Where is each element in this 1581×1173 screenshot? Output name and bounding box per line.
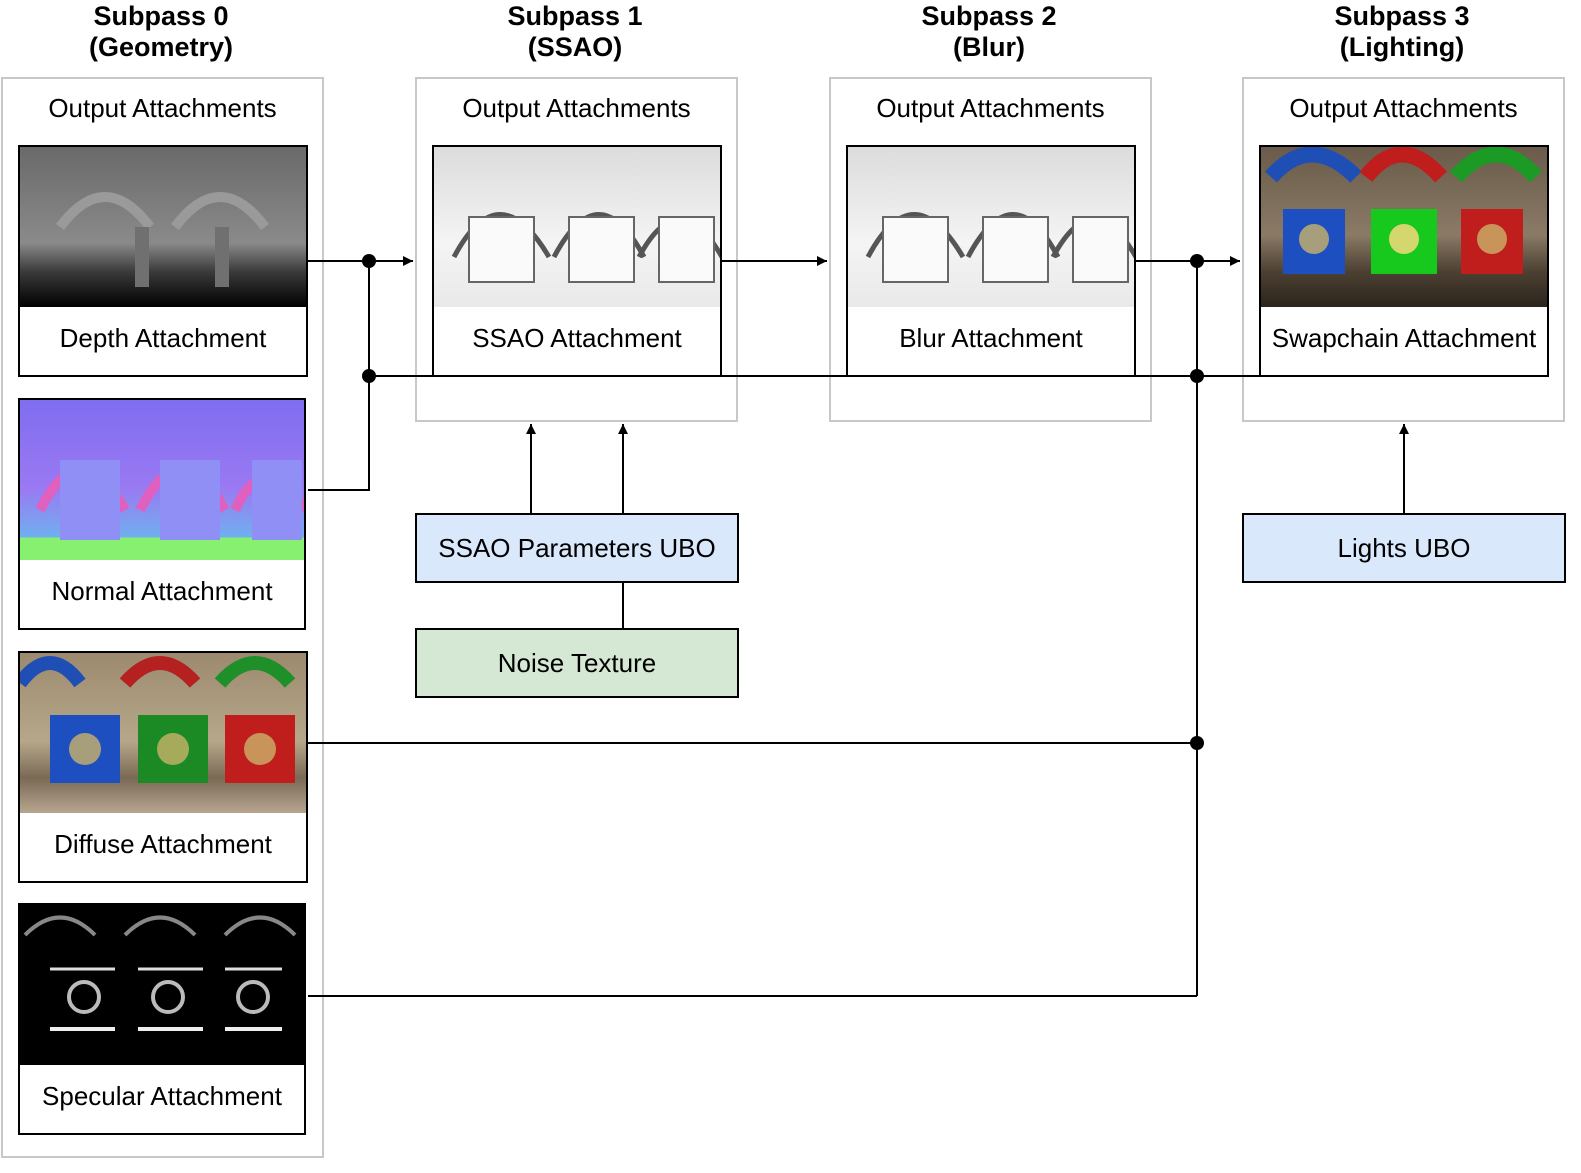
- junction-blur: [1190, 254, 1204, 268]
- subpass-2-title-line1: Subpass 2: [921, 1, 1057, 31]
- specular-attachment-image: [20, 905, 304, 1065]
- depth-attachment-image: [20, 147, 306, 307]
- subpass-1-title-line2: (SSAO): [527, 32, 623, 62]
- diffuse-attachment: Diffuse Attachment: [18, 651, 308, 883]
- specular-attachment: Specular Attachment: [18, 903, 306, 1135]
- subpass-0-title: Subpass 0 (Geometry): [1, 1, 321, 63]
- ssao-attachment-label: SSAO Attachment: [472, 323, 682, 353]
- subpass-3-title-line2: (Lighting): [1339, 32, 1465, 62]
- subpass-2-title-line2: (Blur): [953, 32, 1025, 62]
- subpass-3-title-line1: Subpass 3: [1334, 1, 1470, 31]
- subpass-1-title-line1: Subpass 1: [507, 1, 643, 31]
- normal-attachment-label: Normal Attachment: [51, 576, 273, 606]
- junction-lighting-diffuse: [1190, 736, 1204, 750]
- depth-attachment-label: Depth Attachment: [59, 323, 267, 353]
- depth-arches-graphic: [56, 192, 269, 287]
- blur-attachment-label: Blur Attachment: [899, 323, 1083, 353]
- swapchain-attachment: Swapchain Attachment: [1259, 145, 1549, 377]
- lights-ubo: Lights UBO: [1242, 513, 1566, 583]
- specular-pattern-graphic: [23, 915, 297, 1031]
- blur-attachment-image: [848, 147, 1134, 307]
- junction-depth: [362, 254, 376, 268]
- specular-attachment-label: Specular Attachment: [42, 1081, 282, 1111]
- ssao-parameters-ubo: SSAO Parameters UBO: [415, 513, 739, 583]
- blur-arches-graphic: [865, 212, 1134, 283]
- subpass-3-output-label: Output Attachments: [1289, 93, 1518, 123]
- subpass-3-title: Subpass 3 (Lighting): [1242, 1, 1562, 63]
- depth-attachment: Depth Attachment: [18, 145, 308, 377]
- junction-normal: [362, 369, 376, 383]
- swapchain-attachment-label: Swapchain Attachment: [1271, 323, 1537, 353]
- subpass-0-output-label: Output Attachments: [48, 93, 277, 123]
- subpass-1-output-label: Output Attachments: [462, 93, 691, 123]
- normal-attachment-image: [20, 400, 304, 560]
- subpass-1-title: Subpass 1 (SSAO): [415, 1, 735, 63]
- subpass-2-title: Subpass 2 (Blur): [829, 1, 1149, 63]
- noise-texture: Noise Texture: [415, 628, 739, 698]
- junction-lighting-normal: [1190, 369, 1204, 383]
- diffuse-attachment-label: Diffuse Attachment: [54, 829, 272, 859]
- diffuse-attachment-image: [20, 653, 306, 813]
- subpass-0-title-line1: Subpass 0: [93, 1, 229, 31]
- ssao-attachment: SSAO Attachment: [432, 145, 722, 377]
- wire-normal-to-ssao: [308, 261, 370, 491]
- swapchain-banners-graphic: [1265, 147, 1542, 274]
- blur-attachment: Blur Attachment: [846, 145, 1136, 377]
- subpass-0-title-line2: (Geometry): [88, 32, 234, 62]
- subpass-2-output-label: Output Attachments: [876, 93, 1105, 123]
- normal-attachment: Normal Attachment: [18, 398, 306, 630]
- ssao-attachment-image: [434, 147, 720, 307]
- ssao-arches-graphic: [451, 212, 720, 283]
- diffuse-banners-graphic: [20, 656, 296, 783]
- normal-arches-graphic: [35, 460, 304, 540]
- swapchain-attachment-image: [1261, 147, 1547, 307]
